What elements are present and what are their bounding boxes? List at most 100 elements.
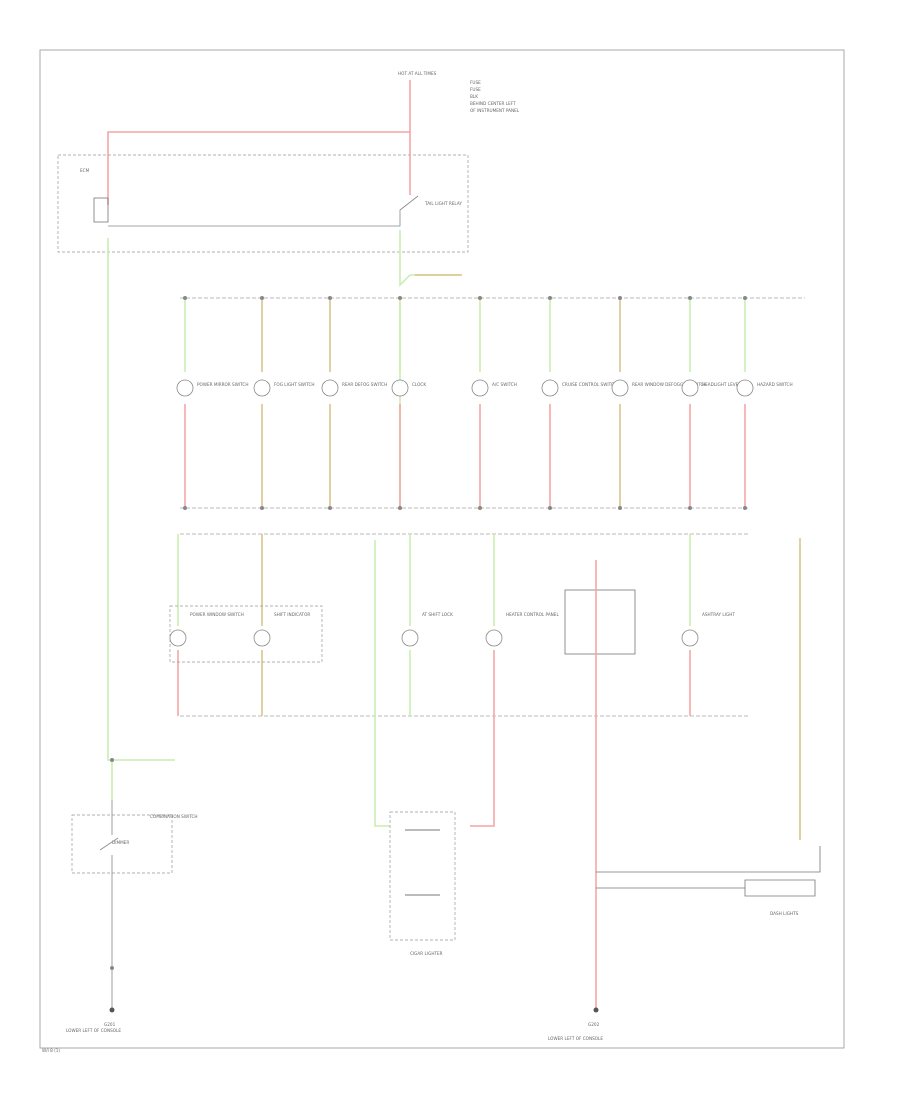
lamp-row-2: POWER WINDOW SWITCH SHIFT INDICATOR AT SHI… bbox=[169, 534, 735, 716]
bulb-icon bbox=[611, 379, 629, 397]
cigar-lighter-box bbox=[389, 811, 456, 941]
bulb-icon bbox=[471, 379, 489, 397]
ground-left-label: G201 bbox=[104, 1022, 116, 1027]
relay-coil bbox=[93, 197, 109, 223]
lamp-column-3: REAR DEFOG SWITCH bbox=[321, 296, 387, 510]
battery-feed-wire bbox=[107, 80, 411, 205]
ground-right-label: G202 bbox=[588, 1022, 600, 1027]
svg-text:FUSE: FUSE bbox=[470, 80, 481, 85]
splice-dimmer bbox=[110, 758, 114, 762]
bulb-icon bbox=[321, 379, 339, 397]
bus-splice bbox=[688, 506, 692, 510]
combination-switch-box bbox=[71, 814, 173, 874]
diagram-frame bbox=[39, 49, 845, 1049]
bulb-icon bbox=[401, 629, 419, 647]
relay-output-wire bbox=[399, 230, 460, 287]
lamp-label: SHIFT INDICATOR bbox=[274, 612, 310, 617]
ecm-label: ECM bbox=[80, 168, 90, 173]
lamp-label: POWER MIRROR SWITCH bbox=[197, 382, 248, 387]
bus-splice bbox=[743, 506, 747, 510]
footer-code: W/I 8 (1) bbox=[42, 1048, 60, 1053]
lamp2-column-2: SHIFT INDICATOR bbox=[253, 534, 310, 716]
lamp-label: CLOCK bbox=[412, 382, 426, 387]
lamp-column-4: CLOCK bbox=[391, 296, 426, 510]
bulb-icon bbox=[485, 629, 503, 647]
ground-left-symbol bbox=[109, 1007, 115, 1013]
heater-control-box bbox=[564, 589, 636, 655]
svg-text:OF INSTRUMENT PANEL: OF INSTRUMENT PANEL bbox=[470, 108, 520, 113]
relay-contact bbox=[108, 195, 419, 227]
red-down-right bbox=[470, 716, 495, 827]
ground-left-caption: LOWER LEFT OF CONSOLE bbox=[66, 1028, 121, 1033]
lamp2-column-1: POWER WINDOW SWITCH bbox=[169, 534, 244, 716]
left-green-wire bbox=[107, 238, 113, 800]
bus-splice bbox=[183, 506, 187, 510]
bus-splice bbox=[548, 296, 552, 300]
lamp-row-1: POWER MIRROR SWITCH FOG LIGHT SWITCH REAR … bbox=[176, 296, 793, 510]
bulb-icon bbox=[541, 379, 559, 397]
lamp-column-1: POWER MIRROR SWITCH bbox=[176, 296, 248, 510]
fuse-notes-top: FUSE FUSE BLK BEHIND CENTER LEFT OF INST… bbox=[470, 80, 520, 113]
lamp-column-8: HEADLIGHT LEVEL bbox=[681, 296, 741, 510]
lamp-label: POWER WINDOW SWITCH bbox=[190, 612, 244, 617]
lamp-label: AT SHIFT LOCK bbox=[422, 612, 453, 617]
lamp2-column-5: ASHTRAY LIGHT bbox=[681, 534, 735, 716]
power-window-switch-box bbox=[169, 605, 323, 663]
lamp2-column-3: AT SHIFT LOCK bbox=[401, 534, 453, 716]
rheostat-caption: DASH LIGHTS bbox=[770, 911, 799, 916]
bulb-icon bbox=[253, 379, 271, 397]
right-branch bbox=[596, 846, 821, 897]
bus-splice bbox=[478, 506, 482, 510]
cigar-elements bbox=[405, 829, 440, 896]
relay-box-label: TAIL LIGHT RELAY bbox=[424, 201, 462, 206]
tail-light-relay-box bbox=[57, 154, 469, 253]
green-down-left bbox=[374, 540, 390, 827]
lamp-column-2: FOG LIGHT SWITCH bbox=[253, 296, 315, 510]
label-hot-all-times: HOT AT ALL TIMES bbox=[398, 71, 437, 76]
lamp-label: ASHTRAY LIGHT bbox=[702, 612, 735, 617]
bulb-icon bbox=[169, 629, 187, 647]
bus-splice bbox=[398, 296, 402, 300]
lamp-label: REAR WINDOW DEFOGGER SWITCH bbox=[632, 382, 707, 387]
lamp-column-5: A/C SWITCH bbox=[471, 296, 517, 510]
ground-right-caption: LOWER LEFT OF CONSOLE bbox=[548, 1036, 603, 1041]
bus-splice bbox=[548, 506, 552, 510]
bus-splice bbox=[618, 296, 622, 300]
bus-splice bbox=[398, 506, 402, 510]
svg-text:BLK: BLK bbox=[470, 94, 478, 99]
lamp-label: HEATER CONTROL PANEL bbox=[506, 612, 559, 617]
bus-splice bbox=[688, 296, 692, 300]
bulb-icon bbox=[736, 379, 754, 397]
ground-right-symbol bbox=[593, 1007, 599, 1013]
left-splice bbox=[110, 966, 114, 970]
dimmer-label: DIMMER bbox=[112, 840, 129, 845]
lamp-column-6: CRUISE CONTROL SWITCH bbox=[541, 296, 617, 510]
bulb-icon bbox=[176, 379, 194, 397]
bulb-icon bbox=[253, 629, 271, 647]
bus-splice bbox=[260, 506, 264, 510]
bulb-icon bbox=[681, 379, 699, 397]
lamp-label: HAZARD SWITCH bbox=[757, 382, 793, 387]
lamp-label: REAR DEFOG SWITCH bbox=[342, 382, 387, 387]
bus-splice bbox=[478, 296, 482, 300]
cigar-caption: CIGAR LIGHTER bbox=[410, 951, 443, 956]
lamp-column-9: HAZARD SWITCH bbox=[736, 296, 793, 510]
bus-splice bbox=[743, 296, 747, 300]
combination-switch-contacts bbox=[99, 800, 119, 1008]
bus-splice bbox=[328, 296, 332, 300]
bus-splice bbox=[618, 506, 622, 510]
lamp-label: CRUISE CONTROL SWITCH bbox=[562, 382, 617, 387]
lamp-column-7: REAR WINDOW DEFOGGER SWITCH bbox=[611, 296, 707, 510]
bus-splice bbox=[260, 296, 264, 300]
combination-switch-label: COMBINATION SWITCH bbox=[150, 814, 198, 819]
svg-text:FUSE: FUSE bbox=[470, 87, 481, 92]
bus-splice bbox=[328, 506, 332, 510]
svg-text:BEHIND CENTER LEFT: BEHIND CENTER LEFT bbox=[470, 101, 516, 106]
lamp-label: HEADLIGHT LEVEL bbox=[702, 382, 741, 387]
lamp-label: FOG LIGHT SWITCH bbox=[274, 382, 315, 387]
lamp2-column-4: HEATER CONTROL PANEL bbox=[485, 534, 559, 716]
lamp-label: A/C SWITCH bbox=[492, 382, 517, 387]
bulb-icon bbox=[391, 379, 409, 397]
bus-splice bbox=[183, 296, 187, 300]
